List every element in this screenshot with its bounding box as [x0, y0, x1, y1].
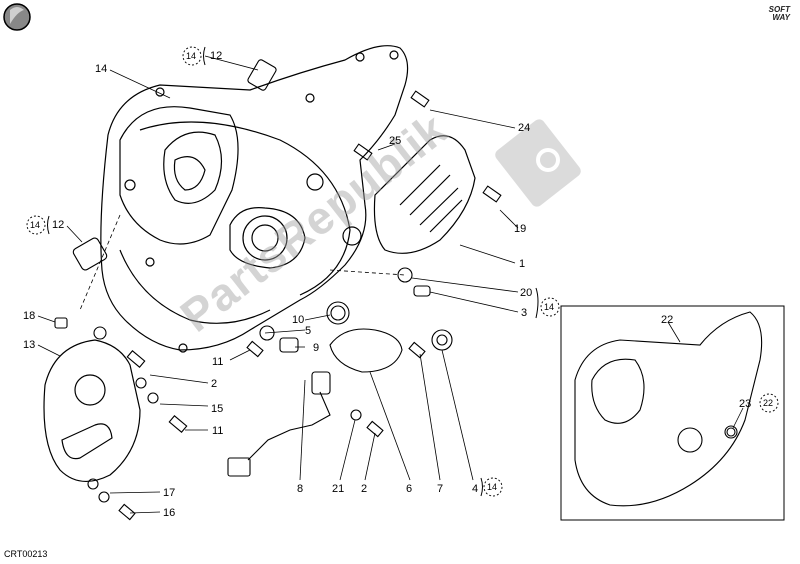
callout-5: 5	[305, 325, 312, 337]
watermark-gear-icon	[495, 119, 581, 207]
callout-20: 20	[520, 287, 533, 299]
callout-1: 1	[519, 258, 526, 270]
softway-logo: SOFT WAY	[746, 6, 790, 24]
ref-circle-14-right: 14	[544, 302, 555, 312]
main-clutch-cover	[100, 45, 409, 353]
callout-23: 23	[739, 398, 752, 410]
callout-6: 6	[406, 483, 413, 495]
logo-line-2: WAY	[772, 13, 790, 22]
inset-frame	[560, 305, 785, 521]
callout-25: 25	[389, 135, 402, 147]
callout-11-lower: 11	[212, 425, 224, 437]
sprocket-cover	[373, 135, 476, 254]
callout-24: 24	[518, 122, 531, 134]
water-pump-cover	[43, 339, 141, 482]
callout-16: 16	[163, 507, 176, 519]
ref-circle-22-inset: 22	[763, 398, 774, 408]
ref-part-12-left: 12	[52, 219, 65, 231]
leader-lines	[37, 55, 744, 514]
ref-circle-14-top: 14	[186, 51, 197, 61]
inset-cover	[574, 311, 763, 507]
callout-4: 4	[472, 483, 479, 495]
callout-22: 22	[661, 314, 674, 326]
ref-part-12-top: 12	[210, 50, 223, 62]
logo-line-1: SOFT	[768, 5, 790, 14]
bolts-and-small-parts	[54, 59, 736, 521]
callout-9: 9	[313, 342, 320, 354]
callout-13: 13	[23, 339, 36, 351]
callout-15: 15	[211, 403, 224, 415]
callout-7: 7	[437, 483, 444, 495]
drawing-code: CRT00213	[4, 549, 48, 559]
callout-21: 21	[332, 483, 345, 495]
callout-10: 10	[292, 314, 305, 326]
ref-circle-14-left: 14	[30, 220, 41, 230]
callout-3: 3	[521, 307, 528, 319]
callout-8: 8	[297, 483, 304, 495]
callout-18: 18	[23, 310, 36, 322]
callout-14: 14	[95, 63, 108, 75]
callout-2-lower: 2	[361, 483, 368, 495]
ref-circle-14-bottom: 14	[487, 482, 498, 492]
emblem-icon	[3, 3, 31, 31]
callout-11: 11	[212, 356, 224, 368]
callout-19: 19	[514, 223, 527, 235]
callout-17: 17	[163, 487, 176, 499]
callout-2: 2	[211, 378, 218, 390]
